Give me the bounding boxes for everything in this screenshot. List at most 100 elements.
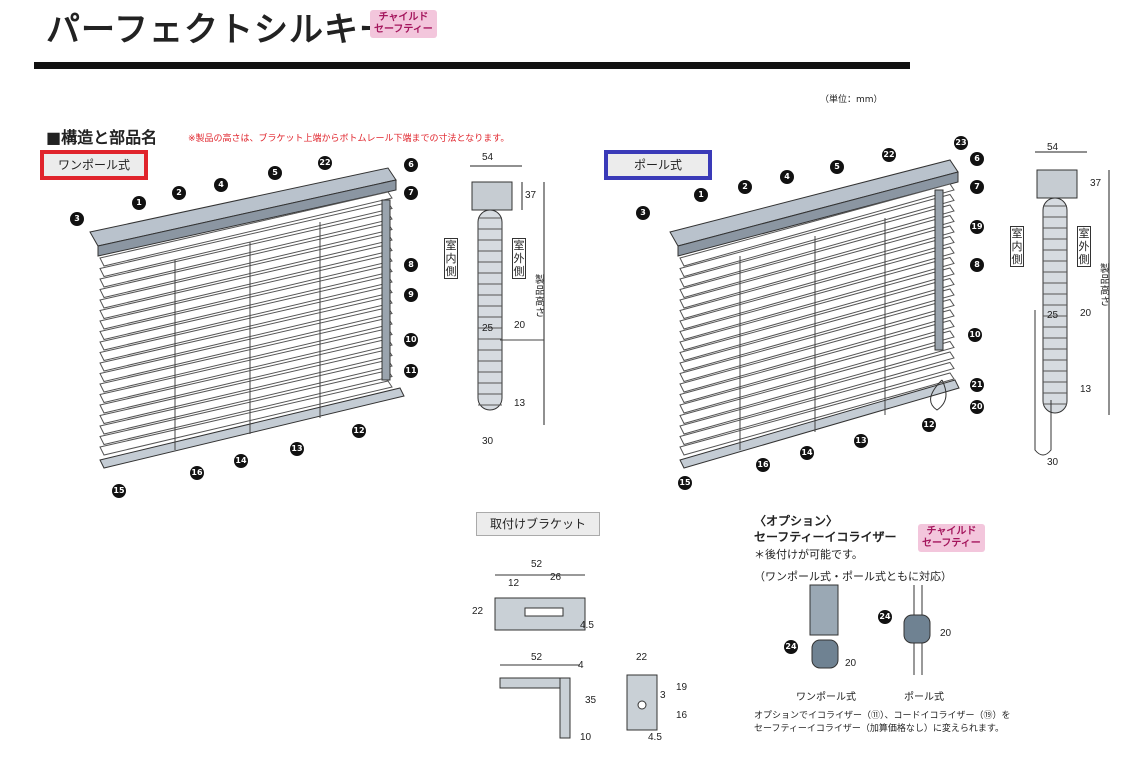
left-marker-15: 15 xyxy=(112,484,126,498)
left-marker-3: 3 xyxy=(70,212,84,226)
dim-54-left: 54 xyxy=(482,152,494,163)
left-marker-7: 7 xyxy=(404,186,418,200)
right-marker-13: 13 xyxy=(854,434,868,448)
dim-b19: 19 xyxy=(676,682,688,693)
right-marker-14: 14 xyxy=(800,446,814,460)
height-left: 製品高さ xyxy=(535,275,545,319)
dim-b45: 4.5 xyxy=(580,620,594,631)
dim-13-left: 13 xyxy=(514,398,526,409)
label-pole: ポール式 xyxy=(604,150,712,180)
dim-b52: 52 xyxy=(531,559,543,570)
left-marker-22: 22 xyxy=(318,156,332,170)
dim-b12: 12 xyxy=(508,578,520,589)
label-one-pole: ワンポール式 xyxy=(40,150,148,180)
marker-24b: 24 xyxy=(878,610,892,624)
indoor-left: 室内側 xyxy=(444,238,458,279)
caption-one-pole: ワンポール式 xyxy=(796,692,856,703)
dim-b10: 10 xyxy=(580,732,592,743)
section-note: ※製品の高さは、ブラケット上端からボトムレール下端までの寸法となります。 xyxy=(188,134,510,144)
dim-54-right: 54 xyxy=(1047,142,1059,153)
left-marker-2: 2 xyxy=(172,186,186,200)
right-marker-1: 1 xyxy=(694,188,708,202)
option-head2: セーフティーイコライザー xyxy=(754,530,897,544)
left-marker-14: 14 xyxy=(234,454,248,468)
option-badge-line1: チャイルド xyxy=(926,526,977,537)
left-marker-5: 5 xyxy=(268,166,282,180)
dim-20b: 20 xyxy=(940,628,952,639)
right-marker-5: 5 xyxy=(830,160,844,174)
option-badge-line2: セーフティー xyxy=(922,538,981,549)
dim-b22: 22 xyxy=(472,606,484,617)
dim-25-right: 25 xyxy=(1047,310,1059,321)
left-marker-4: 4 xyxy=(214,178,228,192)
right-marker-3: 3 xyxy=(636,206,650,220)
header-rule xyxy=(34,62,910,69)
option-foot2: セーフティーイコライザー（加算価格なし）に変えられます。 xyxy=(754,724,1005,734)
option-badge: チャイルド セーフティー xyxy=(918,524,985,552)
option-head1: 〈オプション〉 xyxy=(754,514,839,528)
bracket-title: 取付けブラケット xyxy=(476,512,600,536)
left-marker-13: 13 xyxy=(290,442,304,456)
dim-30-left: 30 xyxy=(482,436,494,447)
dim-37-left: 37 xyxy=(525,190,537,201)
height-right: 製品高さ xyxy=(1100,264,1110,308)
dim-30-right: 30 xyxy=(1047,457,1059,468)
left-marker-8: 8 xyxy=(404,258,418,272)
one-pole-side-section xyxy=(470,165,545,425)
outdoor-left: 室外側 xyxy=(512,238,526,279)
marker-24a: 24 xyxy=(784,640,798,654)
dim-20-right: 20 xyxy=(1080,308,1092,319)
left-marker-6: 6 xyxy=(404,158,418,172)
badge-line2: セーフティー xyxy=(374,24,433,35)
right-marker-15: 15 xyxy=(678,476,692,490)
child-safety-badge: チャイルド セーフティー xyxy=(370,10,437,38)
page-title: パーフェクトシルキー xyxy=(46,10,394,50)
right-marker-16: 16 xyxy=(756,458,770,472)
right-marker-6: 6 xyxy=(970,152,984,166)
right-marker-10: 10 xyxy=(968,328,982,342)
right-marker-4: 4 xyxy=(780,170,794,184)
pole-side-section xyxy=(1034,151,1110,456)
dim-b4: 4 xyxy=(578,660,584,671)
one-pole-blind-diagram xyxy=(89,167,405,469)
dim-b16: 16 xyxy=(676,710,688,721)
unit-note: （単位：mm） xyxy=(820,95,883,105)
outdoor-right: 室外側 xyxy=(1077,226,1091,267)
right-marker-23: 23 xyxy=(954,136,968,150)
dim-20a: 20 xyxy=(845,658,857,669)
dim-b45b: 4.5 xyxy=(648,732,662,743)
bracket-front-view xyxy=(626,674,658,731)
dim-b3: 3 xyxy=(660,690,666,701)
left-marker-16: 16 xyxy=(190,466,204,480)
dim-37-right: 37 xyxy=(1090,178,1102,189)
option-foot1: オプションでイコライザー（⑪）、コードイコライザー（⑲）を xyxy=(754,711,1011,721)
indoor-right: 室内側 xyxy=(1010,226,1024,267)
left-marker-9: 9 xyxy=(404,288,418,302)
right-marker-12: 12 xyxy=(922,418,936,432)
right-marker-7: 7 xyxy=(970,180,984,194)
dim-b26: 26 xyxy=(550,572,562,583)
right-marker-21: 21 xyxy=(970,378,984,392)
pole-blind-diagram xyxy=(669,159,960,469)
dim-25-left: 25 xyxy=(482,323,494,334)
right-marker-20: 20 xyxy=(970,400,984,414)
badge-line1: チャイルド xyxy=(378,12,429,23)
dim-b22w: 22 xyxy=(636,652,648,663)
bracket-side-view xyxy=(499,664,580,739)
dim-b35: 35 xyxy=(585,695,597,706)
dim-b52b: 52 xyxy=(531,652,543,663)
option-note1: ＊後付けが可能です。 xyxy=(754,548,863,561)
left-marker-10: 10 xyxy=(404,333,418,347)
dim-13-right: 13 xyxy=(1080,384,1092,395)
dim-20-left: 20 xyxy=(514,320,526,331)
left-marker-11: 11 xyxy=(404,364,418,378)
option-note2: （ワンポール式・ポール式ともに対応） xyxy=(754,570,952,583)
equalizer-one-pole xyxy=(809,584,839,669)
caption-pole: ポール式 xyxy=(904,692,944,703)
left-marker-12: 12 xyxy=(352,424,366,438)
section-title: ■構造と部品名 xyxy=(46,128,158,147)
right-marker-19: 19 xyxy=(970,220,984,234)
right-marker-22: 22 xyxy=(882,148,896,162)
bracket-top-view xyxy=(494,574,586,631)
left-marker-1: 1 xyxy=(132,196,146,210)
